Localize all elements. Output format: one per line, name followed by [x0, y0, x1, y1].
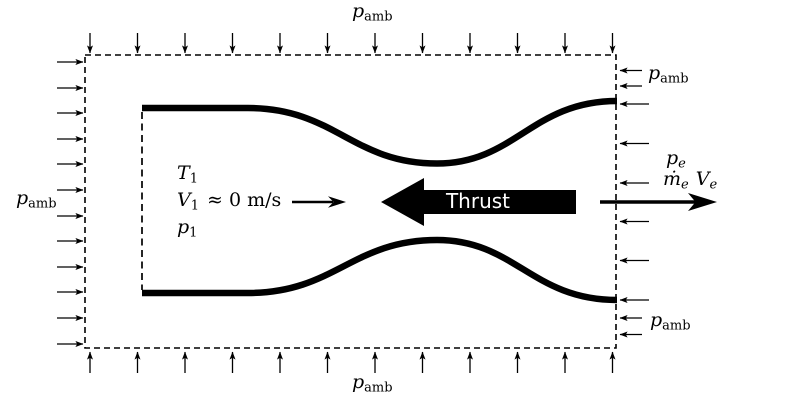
- label-chamber-pressure: p1: [177, 216, 198, 241]
- label-p-amb-bottom: pamb: [352, 371, 393, 396]
- thrust-arrow: [381, 178, 576, 226]
- pressure-arrows-right-upper: [619, 67, 642, 89]
- nozzle-top-contour: [142, 97, 618, 167]
- label-p-amb-right-upper: pamb: [648, 62, 689, 87]
- label-exit-pressure: pe: [666, 147, 686, 172]
- thrust-label: Thrust: [445, 189, 511, 214]
- inlet-velocity-arrow: [292, 196, 346, 208]
- label-p-amb-right-lower: pamb: [650, 309, 691, 334]
- pressure-arrows-top: [87, 33, 616, 54]
- label-p-amb-left: pamb: [16, 187, 57, 212]
- exhaust-velocity-arrow: [600, 193, 717, 211]
- nozzle-bottom-contour: [142, 236, 618, 304]
- exit-pressure-arrows: [619, 101, 649, 303]
- label-chamber-velocity: V1 ≈ 0 m/s: [177, 189, 282, 214]
- pressure-arrows-right-lower: [619, 315, 642, 338]
- label-chamber-temperature: T1: [177, 162, 198, 187]
- pressure-arrows-bottom: [87, 351, 616, 373]
- label-p-amb-top: pamb: [352, 0, 393, 25]
- control-volume-boundary: [84, 54, 617, 349]
- pressure-arrows-left: [57, 59, 84, 347]
